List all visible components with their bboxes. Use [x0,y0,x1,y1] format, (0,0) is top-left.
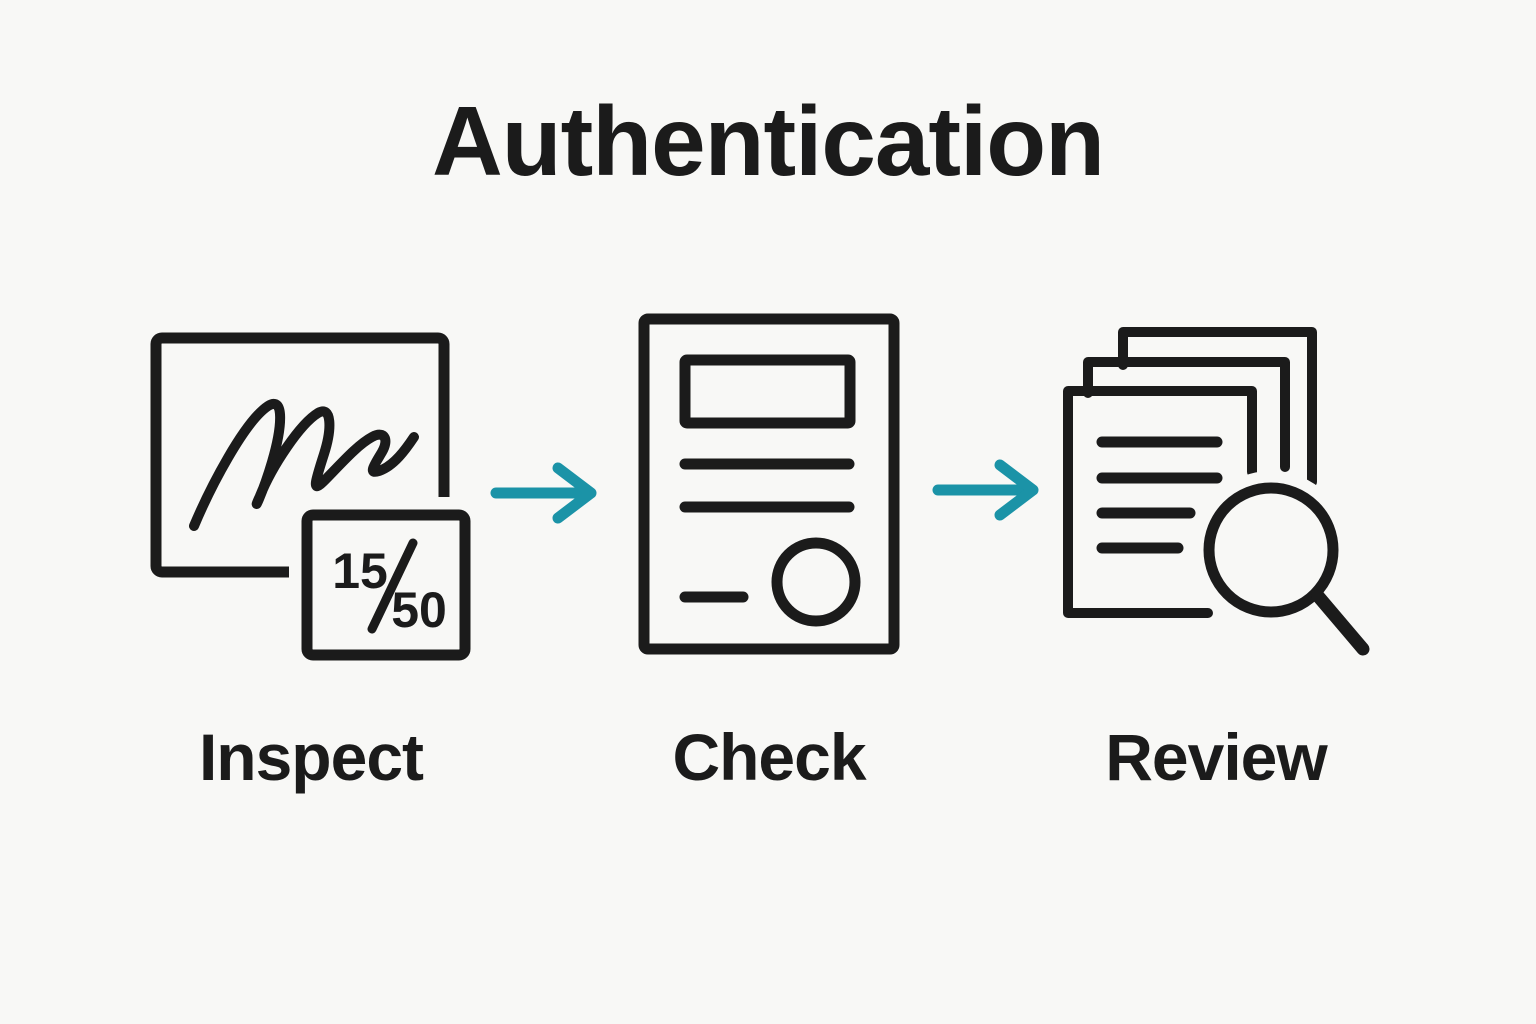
certificate-seal [771,537,861,627]
certificate-title-box [679,354,856,429]
edition-slash [367,538,418,634]
step-label-review: Review [1105,720,1327,794]
edition-badge [301,509,471,661]
step-label-inspect: Inspect [198,720,424,794]
document-page-middle [1083,357,1290,472]
certificate-icon [638,313,900,655]
edition-numerator: 15 [332,543,388,599]
signature-path [189,399,419,531]
arrow-head [994,459,1039,521]
magnifier-lens [1203,482,1339,618]
page-title: Authentication [432,86,1105,196]
edition-denominator: 50 [391,582,447,638]
signature-edition-icon: 15 50 [150,332,483,673]
certificate-page [638,313,900,655]
step-label-check: Check [672,720,866,794]
document-page-front [1063,386,1257,618]
arrow-head [552,462,597,524]
arrow-right-icon [490,462,597,524]
documents-search-icon [1063,327,1370,656]
document-page-back [1118,327,1317,487]
magnifier-handle [1311,589,1370,656]
arrow-right-icon [932,459,1039,521]
